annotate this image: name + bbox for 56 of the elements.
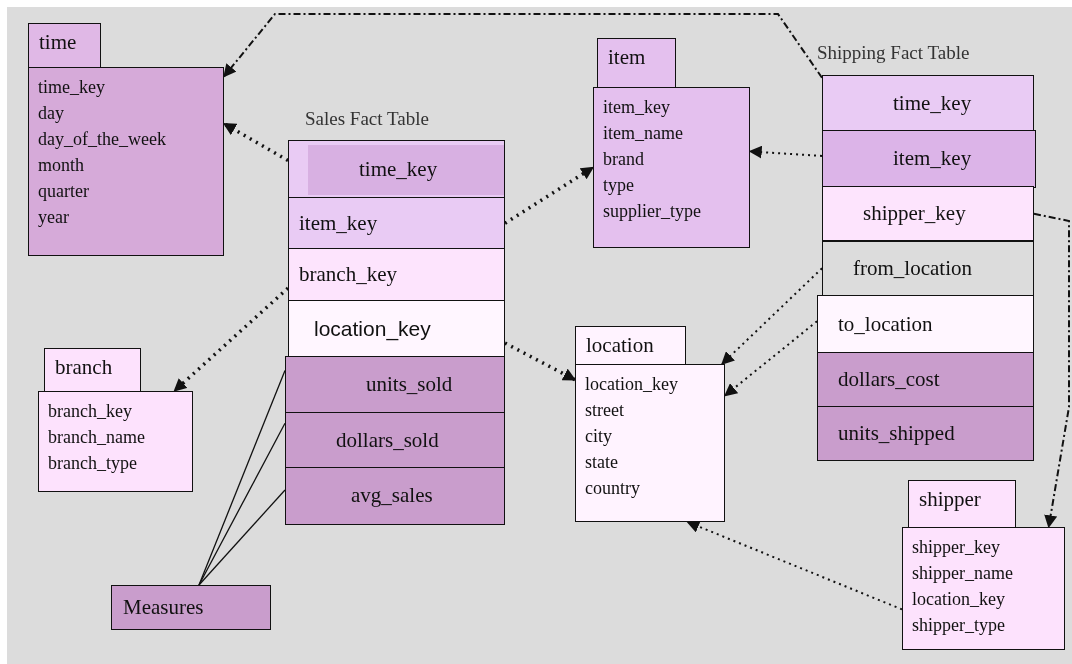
attribute-name: item_name xyxy=(603,122,683,145)
attribute-name: location_key xyxy=(585,373,678,396)
dotted-arrow xyxy=(686,520,903,611)
attribute-name: time_key xyxy=(38,76,105,99)
attribute-name: branch_key xyxy=(48,400,132,423)
attribute-name: location_key xyxy=(912,588,1005,611)
table-row: time_key xyxy=(288,140,505,199)
attribute-name: state xyxy=(585,451,618,474)
table-row: location_key xyxy=(288,300,505,358)
table-row: to_location xyxy=(817,295,1034,354)
dotted-arrow xyxy=(223,13,823,79)
attribute-name: shipper_key xyxy=(912,536,1000,559)
table-name-tab: branch xyxy=(44,348,141,392)
table-row: item_key xyxy=(822,130,1036,188)
table-name-tab: item xyxy=(597,38,676,88)
connector-line xyxy=(198,369,286,586)
dotted-arrow xyxy=(724,320,818,397)
attribute-name: shipper_type xyxy=(912,614,1005,637)
table-row: dollars_cost xyxy=(817,352,1034,408)
attribute-name: day_of_the_week xyxy=(38,128,166,151)
table-row: branch_key xyxy=(288,248,505,302)
attribute-name: brand xyxy=(603,148,644,171)
attribute-name: branch_name xyxy=(48,426,145,449)
attribute-name: type xyxy=(603,174,634,197)
attribute-name: supplier_type xyxy=(603,200,701,223)
attribute-name: shipper_name xyxy=(912,562,1013,585)
dotted-arrow xyxy=(748,145,823,159)
attribute-name: street xyxy=(585,399,624,422)
dotted-arrow xyxy=(721,267,823,365)
dotted-arrow xyxy=(504,341,577,382)
dotted-arrow xyxy=(222,122,289,162)
table-row: units_shipped xyxy=(817,406,1034,461)
table-row: units_sold xyxy=(285,356,505,414)
measures-box: Measures xyxy=(111,585,271,630)
table-row: dollars_sold xyxy=(285,412,505,469)
dotted-arrow xyxy=(173,286,290,393)
dotted-arrow xyxy=(1033,212,1070,529)
attribute-name: day xyxy=(38,102,64,125)
attribute-name: city xyxy=(585,425,612,448)
attribute-name: quarter xyxy=(38,180,89,203)
connector-line xyxy=(198,489,286,586)
table-name-tab: location xyxy=(575,326,686,365)
attribute-name: branch_type xyxy=(48,452,137,475)
attribute-name: year xyxy=(38,206,69,229)
table-row: item_key xyxy=(288,197,505,250)
table-title: Shipping Fact Table xyxy=(817,42,970,64)
attribute-name: item_key xyxy=(603,96,670,119)
table-row: avg_sales xyxy=(285,467,505,525)
table-title: Sales Fact Table xyxy=(305,108,429,130)
table-name-tab: shipper xyxy=(908,480,1016,528)
table-name-tab: time xyxy=(28,23,101,68)
attribute-name: month xyxy=(38,154,84,177)
table-row: shipper_key xyxy=(822,186,1034,242)
attribute-name: country xyxy=(585,477,640,500)
table-row: time_key xyxy=(822,75,1034,132)
dotted-arrow xyxy=(504,166,595,225)
